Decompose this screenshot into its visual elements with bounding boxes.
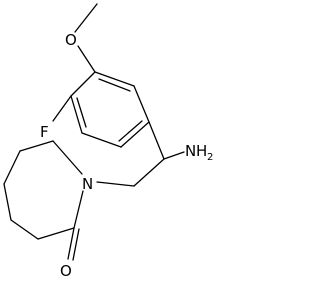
lactam-bond-n-c2 — [73, 190, 84, 229]
ring-double-bond-2 — [118, 120, 143, 142]
azepanone-ring — [3, 140, 84, 240]
ring-bond-c4-c5 — [81, 132, 122, 148]
ring-bond-c3-c4 — [120, 121, 150, 148]
bond-ring-ch — [148, 121, 165, 160]
benzene-ring — [70, 71, 150, 148]
bond-ch-ch2 — [133, 158, 165, 187]
bond-ch-amine — [163, 151, 185, 160]
bond-methyl-oxygen — [74, 3, 98, 33]
amine-h-label: H — [196, 142, 207, 160]
lactam-bond-c3-c4 — [10, 219, 39, 240]
ring-bond-c1-c2 — [94, 71, 135, 87]
ring-bond-c5-c6 — [70, 95, 83, 134]
lactam-bond-c2-c3 — [37, 227, 75, 240]
ring-double-bond-3 — [76, 97, 87, 128]
lactam-bond-c5-c6 — [3, 150, 21, 185]
amine-n-label: N — [185, 142, 196, 160]
ring-bond-c2-c3 — [133, 85, 150, 123]
ring-bond-c6-c1 — [70, 71, 96, 97]
lactam-bond-c4-c5 — [3, 183, 12, 221]
bond-oxygen-ring — [77, 45, 96, 73]
carbonyl-bond-2 — [72, 228, 80, 261]
lactam-bond-c7-n — [52, 140, 83, 175]
fluorine-label: F — [40, 123, 49, 141]
bond-ring-fluorine — [52, 95, 72, 122]
bond-ch2-lactam-n — [96, 181, 135, 187]
carbonyl-bond-1 — [67, 227, 75, 260]
carbonyl-oxygen-label: O — [60, 262, 72, 280]
methoxy-oxygen-label: O — [65, 31, 77, 49]
ring-double-bond-1 — [98, 78, 131, 92]
amine-subscript-label: 2 — [207, 152, 213, 163]
lactam-bond-c6-c7 — [19, 140, 54, 152]
molecule-structure: O F N H 2 N O — [3, 3, 213, 280]
lactam-nitrogen-label: N — [82, 175, 93, 193]
